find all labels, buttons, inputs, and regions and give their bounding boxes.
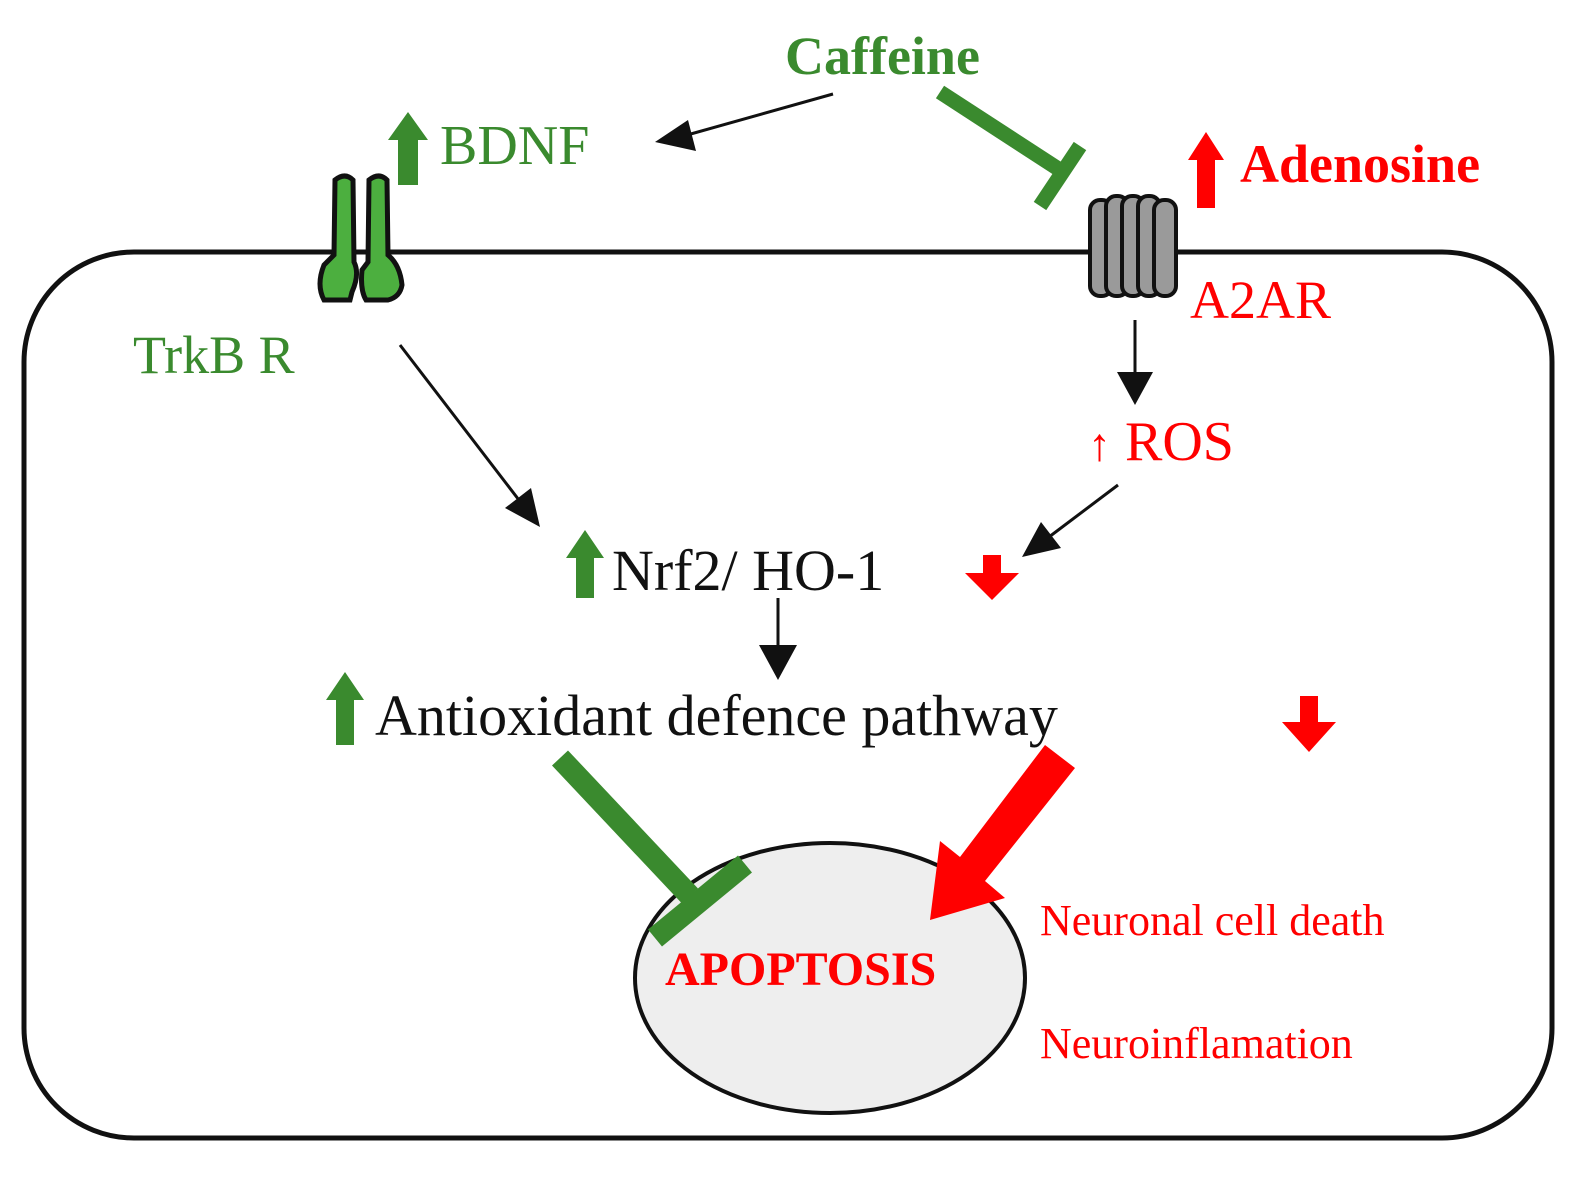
a2ar-receptor-icon	[1088, 194, 1178, 298]
apoptosis-label: APOPTOSIS	[665, 943, 936, 996]
caffeine-inhibits-a2ar	[935, 85, 1087, 211]
up-arrow-icon	[1188, 132, 1224, 208]
trkb-receptor-icon	[317, 173, 405, 303]
neuroinflammation-label: Neuroinflamation	[1040, 1019, 1353, 1068]
trkb-label: TrkB R	[133, 325, 295, 385]
down-arrow-icon	[1282, 696, 1336, 752]
a2ar-label: A2AR	[1190, 270, 1331, 330]
nrf2-to-antioxidant-arrow	[759, 598, 797, 680]
antioxidant-label: Antioxidant defence pathway	[375, 683, 1058, 748]
bdnf-label: BDNF	[440, 115, 589, 177]
down-arrow-icon	[965, 555, 1019, 600]
trkb-to-nrf2-arrow	[398, 344, 540, 527]
caffeine-to-bdnf-arrow	[655, 92, 834, 151]
a2ar-to-ros-arrow	[1117, 320, 1153, 405]
neuronal-death-label: Neuronal cell death	[1040, 896, 1385, 945]
ros-label: ROS	[1125, 411, 1234, 473]
ros-to-nrf2-arrow	[1022, 483, 1119, 557]
cell-membrane	[21, 249, 1555, 1141]
up-arrow-icon	[388, 112, 428, 185]
nrf2-label: Nrf2/ HO-1	[612, 538, 884, 603]
caffeine-label: Caffeine	[785, 26, 980, 86]
nucleus	[633, 841, 1027, 1115]
pathway-failure-to-apoptosis-arrow	[930, 745, 1075, 920]
adenosine-label: Adenosine	[1240, 134, 1480, 194]
up-arrow-icon	[566, 530, 604, 598]
ros-up-arrow: ↑	[1088, 419, 1111, 470]
antioxidant-inhibits-apoptosis	[551, 750, 752, 947]
up-arrow-icon	[326, 672, 364, 745]
